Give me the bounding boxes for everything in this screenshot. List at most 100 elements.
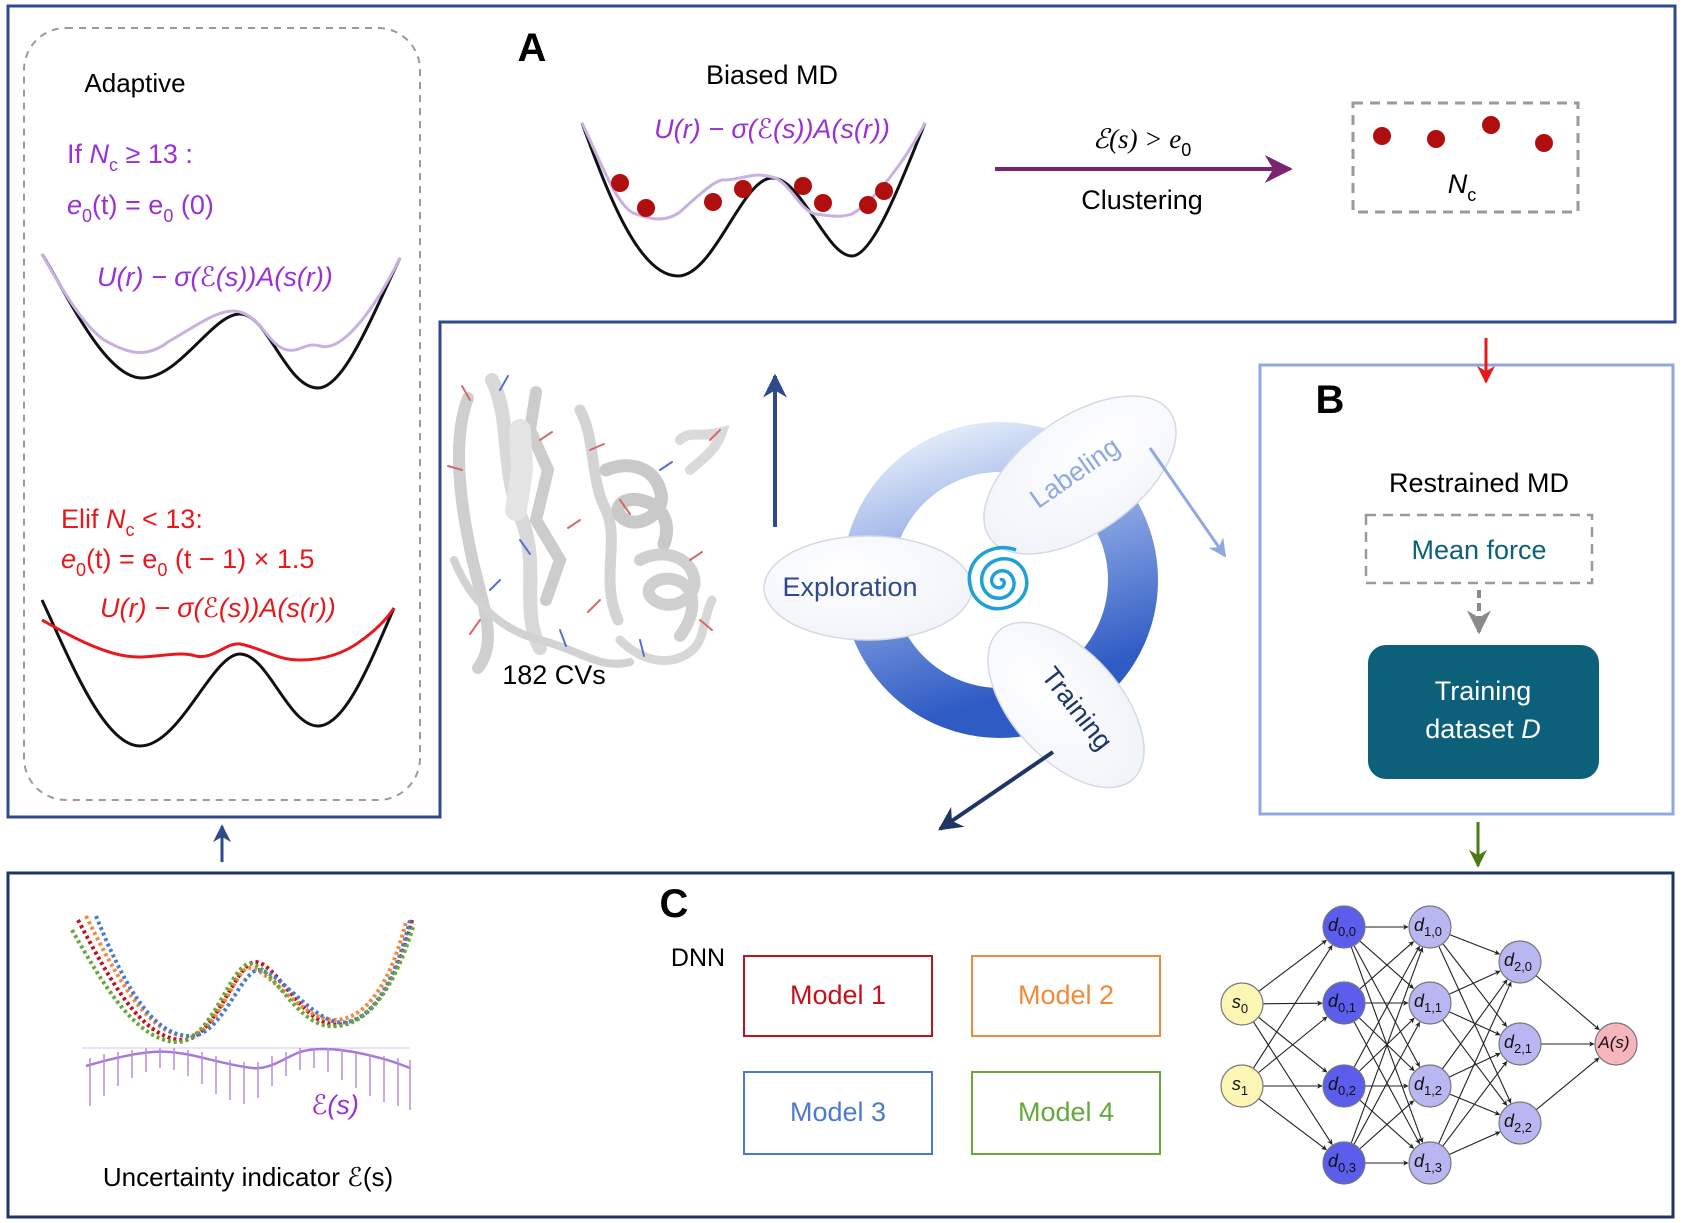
- nn-edge: [1535, 1057, 1600, 1111]
- ensemble-curve-blue: [94, 915, 412, 1039]
- adaptive-landscape-2: [40, 599, 396, 748]
- ensemble-curve-orange: [84, 915, 408, 1039]
- cvs-label: 182 CVs: [502, 660, 606, 690]
- nn-edge: [1441, 979, 1508, 1070]
- model-2-label: Model 2: [1018, 980, 1114, 1010]
- sample-point: [794, 177, 812, 195]
- nn-edge: [1262, 1000, 1323, 1007]
- nn-edge: [1252, 1021, 1333, 1145]
- mean-force-box: [1364, 513, 1594, 585]
- cluster-box: Nc: [1351, 101, 1580, 214]
- clustering-label: Clustering: [1081, 185, 1203, 215]
- nn-node: [1498, 940, 1542, 984]
- panel-b-label: B: [1316, 378, 1345, 422]
- adaptive-title: Adaptive: [84, 68, 185, 98]
- elif-condition: Elif Nc < 13:: [61, 504, 203, 540]
- ensemble-curve-green: [70, 923, 416, 1045]
- training-dataset-line2: dataset D: [1425, 714, 1541, 744]
- model-ensemble: Model 1 Model 2 Model 3 Model 4: [743, 955, 1161, 1155]
- nn-edge: [1359, 941, 1414, 990]
- training-dataset-line1: Training: [1435, 676, 1532, 706]
- model-4-label: Model 4: [1018, 1097, 1114, 1127]
- potential-curve: [40, 599, 396, 748]
- neural-network-nodes: s0s1d0,0d0,1d0,2d0,3d1,0d1,1d1,2d1,3d2,0…: [1220, 905, 1638, 1185]
- biased-curve: [40, 253, 402, 355]
- petal-labeling: [983, 395, 1177, 555]
- neural-network: [1252, 924, 1600, 1166]
- nn-node: [1220, 1064, 1264, 1108]
- nn-edge: [1442, 943, 1508, 1027]
- adaptive-landscape-1: [40, 253, 402, 390]
- uncertainty-plot: [70, 915, 416, 1045]
- nn-edge: [1252, 945, 1333, 1069]
- training-dataset-box: [1368, 645, 1599, 779]
- restrained-md-title: Restrained MD: [1389, 468, 1569, 498]
- biased-curve: [580, 122, 927, 221]
- sample-point: [814, 194, 832, 212]
- nn-edge: [1353, 945, 1421, 1068]
- uncertainty-bars: [82, 1047, 411, 1110]
- nn-edge: [1448, 1011, 1501, 1036]
- nn-edge: [1353, 1021, 1421, 1145]
- model-1-label: Model 1: [790, 980, 886, 1010]
- ensemble-curve-red: [76, 919, 414, 1043]
- nn-edge: [1442, 1061, 1508, 1147]
- model-3-box: [743, 1071, 933, 1155]
- nn-edge: [1350, 947, 1424, 1144]
- adaptive-box: [23, 27, 421, 801]
- uncertainty-title: Uncertainty indicator ℰ(s): [103, 1162, 393, 1192]
- rule-increase: e0(t) = e0 (t − 1) × 1.5: [61, 544, 314, 580]
- training-arrow: [938, 750, 1055, 831]
- nn-node-label: d0,2: [1328, 1074, 1356, 1098]
- nn-node: [1322, 981, 1366, 1025]
- sample-point: [637, 199, 655, 217]
- nn-edge: [1535, 975, 1600, 1031]
- nn-node-label: d1,2: [1414, 1074, 1442, 1098]
- mean-force-label: Mean force: [1411, 535, 1546, 565]
- nn-node: [1322, 1064, 1366, 1108]
- active-learning-cycle: Exploration Labeling Training: [763, 395, 1177, 789]
- biased-curve: [41, 607, 396, 662]
- model-2-box: [971, 955, 1161, 1037]
- nn-node-label: A(s): [1597, 1033, 1629, 1052]
- cluster-point: [1535, 134, 1553, 152]
- sample-point: [734, 180, 752, 198]
- dnn-label: DNN: [671, 944, 725, 972]
- adaptive-equation-2: U(r) − σ(ℰ(s))A(s(r)): [100, 593, 336, 623]
- exploration-label: Exploration: [782, 572, 917, 602]
- if-condition: If Nc ≥ 13 :: [67, 139, 193, 175]
- nn-node: [1408, 905, 1452, 949]
- nn-node-label: d0,3: [1328, 1151, 1356, 1175]
- nn-edge: [1448, 1131, 1501, 1155]
- adaptive-equation-1: U(r) − σ(ℰ(s))A(s(r)): [97, 262, 333, 292]
- cluster-point: [1427, 130, 1445, 148]
- nn-edge: [1258, 939, 1327, 992]
- panel-b-frame: [1258, 363, 1675, 816]
- nn-edge: [1448, 970, 1501, 995]
- model-1-box: [743, 955, 933, 1037]
- nn-node-label: s1: [1232, 1074, 1248, 1098]
- model-3-label: Model 3: [790, 1097, 886, 1127]
- nn-edge: [1359, 1100, 1415, 1150]
- sample-point: [875, 182, 893, 200]
- potential-curve: [580, 122, 927, 278]
- panel-a-label: A: [518, 26, 547, 70]
- nn-edge: [1438, 981, 1512, 1145]
- spiral-icon: [967, 545, 1029, 611]
- nn-edge: [1257, 1016, 1328, 1074]
- nn-node: [1220, 982, 1264, 1026]
- sample-point: [704, 193, 722, 211]
- panel-a-frame: [6, 4, 1677, 819]
- nn-node-label: d2,0: [1504, 950, 1532, 974]
- petal-training: [987, 621, 1145, 789]
- nn-node: [1322, 905, 1366, 949]
- nc-label: Nc: [1448, 169, 1477, 205]
- nn-node: [1594, 1022, 1638, 1066]
- frames: [6, 4, 1677, 1219]
- cluster-point: [1482, 116, 1500, 134]
- sample-point: [611, 174, 629, 192]
- nn-node-label: s0: [1232, 992, 1248, 1016]
- nn-node: [1408, 981, 1452, 1025]
- nn-node-label: d1,3: [1414, 1151, 1442, 1175]
